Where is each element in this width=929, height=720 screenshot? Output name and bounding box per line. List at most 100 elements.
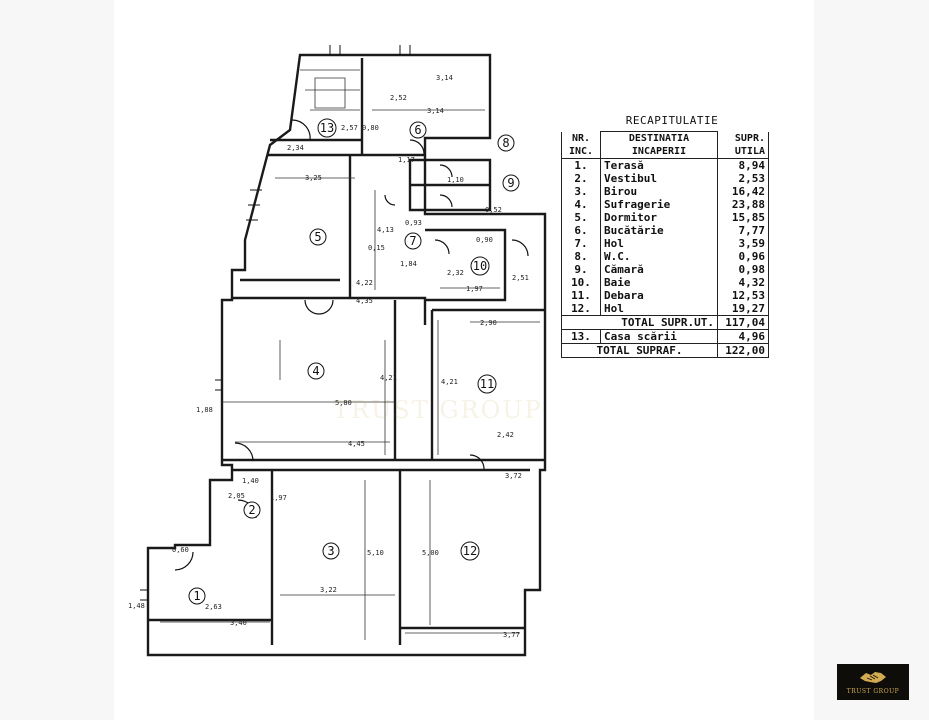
row-name: W.C. — [600, 250, 718, 263]
row-area: 15,85 — [717, 211, 769, 224]
dim-label: 0,80 — [362, 124, 379, 132]
room-number-4: 4 — [312, 364, 319, 378]
row-area: 3,59 — [717, 237, 769, 250]
room-circle-11 — [477, 374, 497, 394]
row-area: 0,96 — [717, 250, 769, 263]
dim-label: 3,14 — [436, 74, 453, 82]
dim-label: 5,00 — [422, 549, 439, 557]
table-row: 11. Debara 12,53 — [561, 289, 769, 302]
row-area: 12,53 — [717, 289, 769, 302]
dim-label: 4,35 — [356, 297, 373, 305]
row-nr: 1. — [561, 158, 601, 172]
row-area: 2,53 — [717, 172, 769, 185]
total-row: TOTAL SUPRAF. 122,00 — [561, 343, 769, 358]
table-row: 10. Baie 4,32 — [561, 276, 769, 289]
total-useful-row: TOTAL SUPR.UT. 117,04 — [561, 315, 769, 330]
row-area: 0,98 — [717, 263, 769, 276]
room-number-3: 3 — [327, 544, 334, 558]
dim-label: 1,97 — [466, 285, 483, 293]
wall-bath — [425, 228, 507, 302]
table-row: 5. Dormitor 15,85 — [561, 211, 769, 224]
row-name: Hol — [600, 302, 718, 316]
row-nr: 11. — [561, 289, 601, 302]
room-circle-2 — [243, 501, 261, 519]
door-swing-11 — [511, 239, 529, 257]
dim-label: 4,13 — [377, 226, 394, 234]
row-name: Baie — [600, 276, 718, 289]
door-swing-6 — [409, 139, 425, 155]
dim-label: 1,17 — [398, 156, 415, 164]
dim-label: 1,48 — [128, 602, 145, 610]
dim-label: 2,32 — [447, 269, 464, 277]
recap-rows: 1. Terasă 8,94 2. Vestibul 2,53 3. Birou… — [561, 158, 769, 358]
row-nr: 3. — [561, 185, 601, 198]
watermark: TRUST GROUP — [333, 396, 543, 424]
row-area: 8,94 — [717, 158, 769, 172]
room-circle-4 — [307, 362, 325, 380]
room-number-5: 5 — [314, 230, 321, 244]
dim-label: 4,21 — [380, 374, 397, 382]
plan-sheet — [114, 0, 814, 720]
stair-core — [314, 77, 346, 109]
dim-label: 0,15 — [368, 244, 385, 252]
table-row: 6. Bucătărie 7,77 — [561, 224, 769, 237]
table-row: 8. W.C. 0,96 — [561, 250, 769, 263]
row-area: 23,88 — [717, 198, 769, 211]
stair-row: 13. Casa scării 4,96 — [561, 329, 769, 344]
total-useful-value: 117,04 — [717, 315, 769, 330]
handshake-icon — [860, 672, 886, 683]
room-number-2: 2 — [248, 503, 255, 517]
dim-label: 2,63 — [205, 603, 222, 611]
room-circle-5 — [309, 228, 327, 246]
stair-nr: 13. — [561, 329, 601, 344]
dim-label: 0,52 — [485, 206, 502, 214]
dim-label: 2,42 — [497, 431, 514, 439]
room-circle-8 — [497, 134, 515, 152]
room-number-12: 12 — [463, 544, 477, 558]
door-swing-5 — [384, 194, 396, 206]
door-swing-2 — [234, 442, 254, 462]
dim-label: 3,14 — [427, 107, 444, 115]
row-nr: 4. — [561, 198, 601, 211]
row-nr: 7. — [561, 237, 601, 250]
row-nr: 12. — [561, 302, 601, 316]
recap-table-block: RECAPITULATIE NR. INC. DESTINATIA INCAPE… — [561, 114, 769, 358]
total-value: 122,00 — [717, 343, 769, 358]
dim-label: 0,60 — [172, 546, 189, 554]
room-number-8: 8 — [502, 136, 509, 150]
row-nr: 9. — [561, 263, 601, 276]
stair-area: 4,96 — [717, 329, 769, 344]
dim-label: 2,52 — [390, 94, 407, 102]
room-circle-9 — [502, 174, 520, 192]
dim-label: 4,22 — [356, 279, 373, 287]
window-marks — [246, 189, 262, 221]
dim-label: 3,22 — [320, 586, 337, 594]
table-row: 4. Sufragerie 23,88 — [561, 198, 769, 211]
dim-label: 5,80 — [335, 399, 352, 407]
table-row: 12. Hol 19,27 — [561, 302, 769, 316]
logo-text: TRUST GROUP — [846, 688, 900, 695]
dim-label: 1,88 — [196, 406, 213, 414]
room-circle-13 — [317, 118, 337, 138]
dim-label: 0,93 — [405, 219, 422, 227]
dim-label: 1,40 — [242, 477, 259, 485]
table-row: 3. Birou 16,42 — [561, 185, 769, 198]
dim-label: 4,21 — [441, 378, 458, 386]
row-name: Dormitor — [600, 211, 718, 224]
row-nr: 10. — [561, 276, 601, 289]
header-destination: DESTINATIA INCAPERII — [600, 131, 718, 159]
room-circle-12 — [460, 541, 480, 561]
header-nr: NR. INC. — [561, 131, 601, 159]
room-circle-1 — [188, 587, 206, 605]
row-nr: 8. — [561, 250, 601, 263]
dim-label: 1,97 — [270, 494, 287, 502]
header-area: SUPR. UTILA — [717, 131, 769, 159]
door-swing-9 — [439, 194, 453, 208]
dim-label: 3,40 — [230, 619, 247, 627]
wall-wc-pantry — [408, 158, 492, 212]
row-name: Cămară — [600, 263, 718, 276]
window-marks-top — [329, 45, 411, 55]
window-marks-1 — [140, 589, 148, 601]
total-useful-label: TOTAL SUPR.UT. — [561, 315, 718, 330]
